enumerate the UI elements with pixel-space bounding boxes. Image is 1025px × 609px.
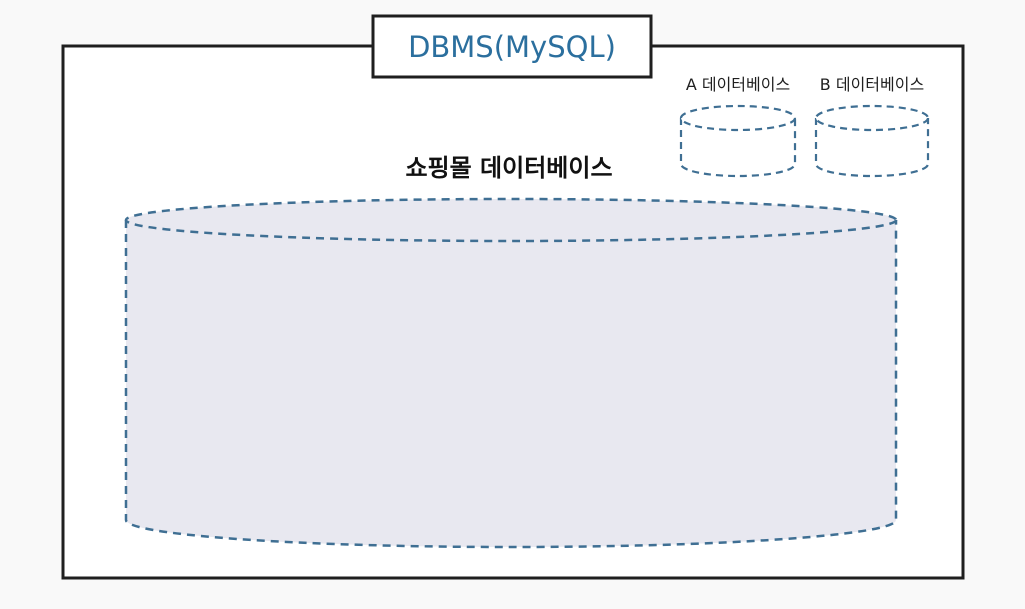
db-b-cylinder xyxy=(814,104,930,178)
dbms-title-box xyxy=(371,14,653,79)
db-a-label: A 데이터베이스 xyxy=(686,75,790,94)
main-db-label: 쇼핑몰 데이터베이스 xyxy=(405,154,612,182)
db-a-body xyxy=(679,118,797,178)
dbms-title: DBMS(MySQL) xyxy=(408,30,616,64)
db-b-label: B 데이터베이스 xyxy=(820,75,924,94)
main-db-cylinder xyxy=(124,197,898,549)
db-b-body xyxy=(814,118,930,178)
db-b-top xyxy=(814,104,930,132)
db-a-top xyxy=(679,104,797,132)
db-a-cylinder xyxy=(679,104,797,178)
main-db-top xyxy=(124,197,898,243)
main-db-body-outline xyxy=(124,220,898,549)
main-db-body xyxy=(126,220,896,547)
